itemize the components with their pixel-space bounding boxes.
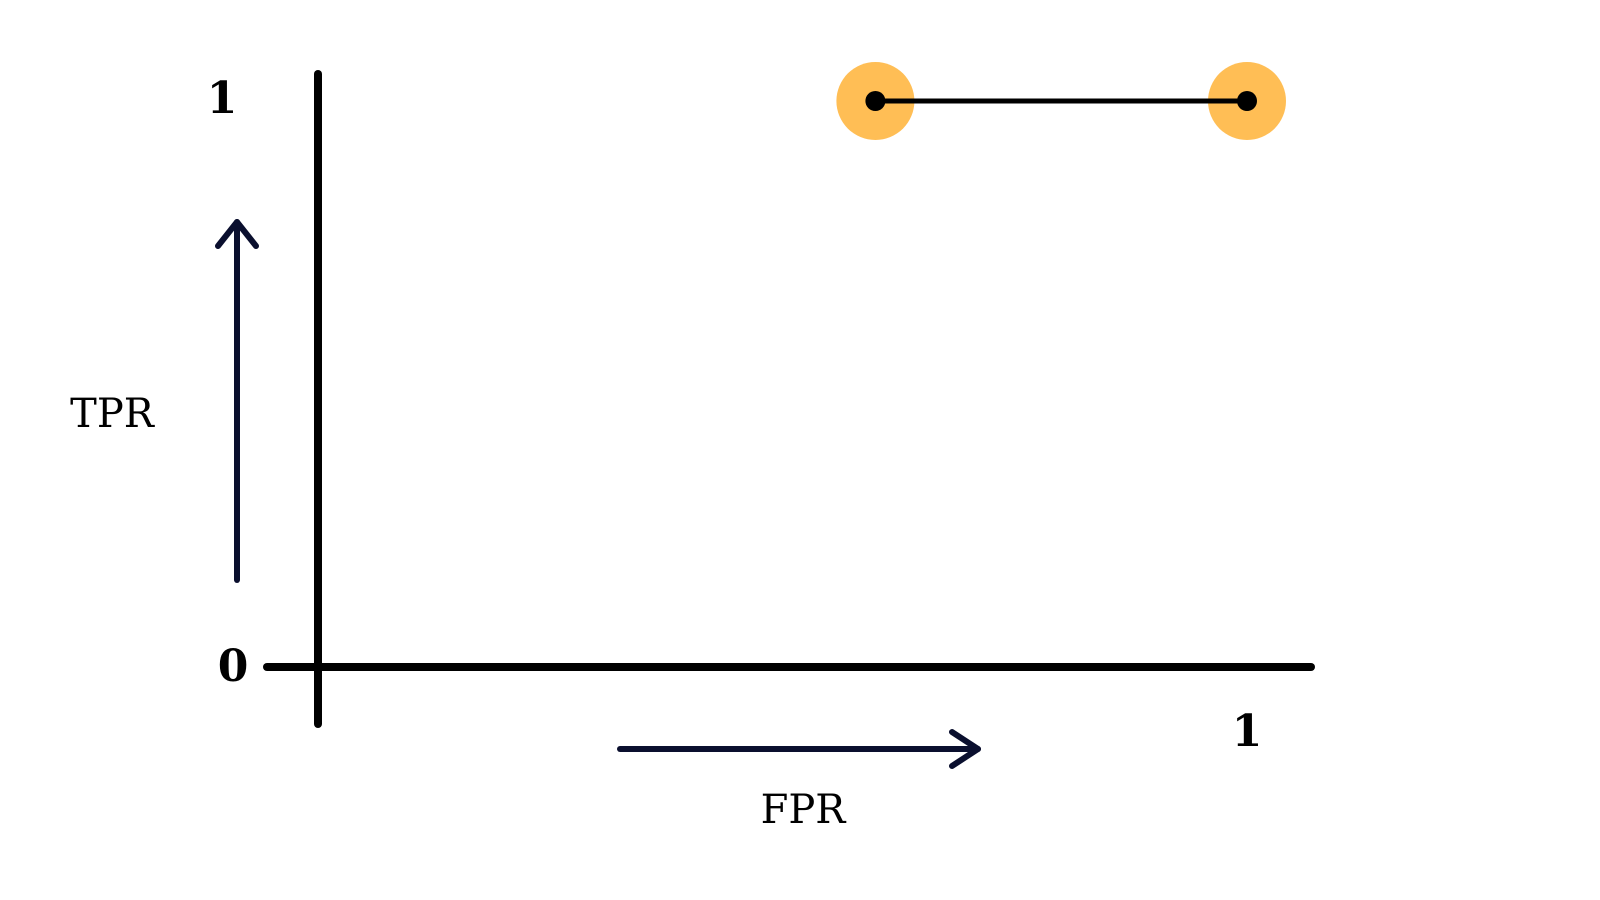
y-tick-label-1: 1 [207, 73, 238, 124]
y-axis-label: TPR [70, 391, 156, 437]
data-point [1237, 91, 1257, 111]
y-direction-arrow-icon [215, 219, 259, 583]
x-tick-label-1: 1 [1232, 706, 1263, 757]
x-axis-label: FPR [761, 787, 848, 833]
data-point [865, 91, 886, 111]
y-tick-label-0: 0 [218, 641, 249, 692]
x-direction-arrow-icon [617, 729, 981, 769]
series-layer [836, 62, 1286, 140]
